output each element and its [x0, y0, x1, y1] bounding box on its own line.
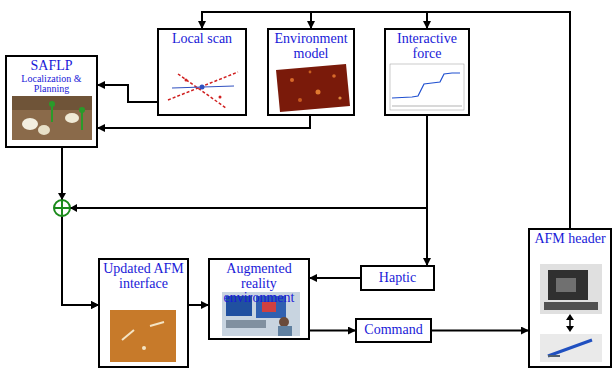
- arrow-connector: [311, 12, 570, 228]
- process-box: Interactive force: [384, 28, 470, 116]
- afm-header-photo: [540, 264, 602, 362]
- process-box: Local scan: [157, 28, 247, 116]
- process-box: Augmented reality environment: [208, 258, 310, 340]
- io-box: Haptic: [360, 265, 435, 291]
- io-box: Command: [355, 318, 432, 343]
- arrow-connector: [189, 304, 208, 306]
- box-title: Updated AFM interface: [100, 260, 187, 291]
- afm-interface-picture: [110, 310, 176, 362]
- box-title: SAFLP: [7, 57, 96, 74]
- arrow-connector: [98, 85, 157, 102]
- planner-box: SAFLPLocalization & Planning: [5, 55, 98, 148]
- arrow-connector: [98, 116, 310, 128]
- process-box: Environment model: [267, 28, 355, 116]
- device-box: AFM header: [528, 228, 612, 368]
- arrow-connector: [310, 277, 360, 279]
- arrow-connector: [62, 148, 98, 305]
- box-subtitle: Localization & Planning: [7, 74, 96, 95]
- process-box: Updated AFM interface: [98, 258, 189, 368]
- box-title: Environment model: [269, 30, 353, 61]
- environment-model-picture: [276, 64, 350, 112]
- arrow-connector: [202, 12, 570, 228]
- arrow-connector: [310, 330, 355, 332]
- box-title: Augmented reality environment: [210, 260, 308, 306]
- box-title: Interactive force: [386, 30, 468, 61]
- local-scan-picture: [168, 72, 238, 108]
- box-title: Command: [364, 323, 422, 338]
- force-plot: [390, 64, 464, 110]
- box-title: Haptic: [379, 271, 416, 286]
- arrow-connector: [432, 330, 528, 332]
- arrow-connector: [426, 116, 428, 265]
- saflp-picture: [12, 96, 92, 140]
- box-title: Local scan: [159, 30, 245, 47]
- box-title: AFM header: [530, 230, 610, 247]
